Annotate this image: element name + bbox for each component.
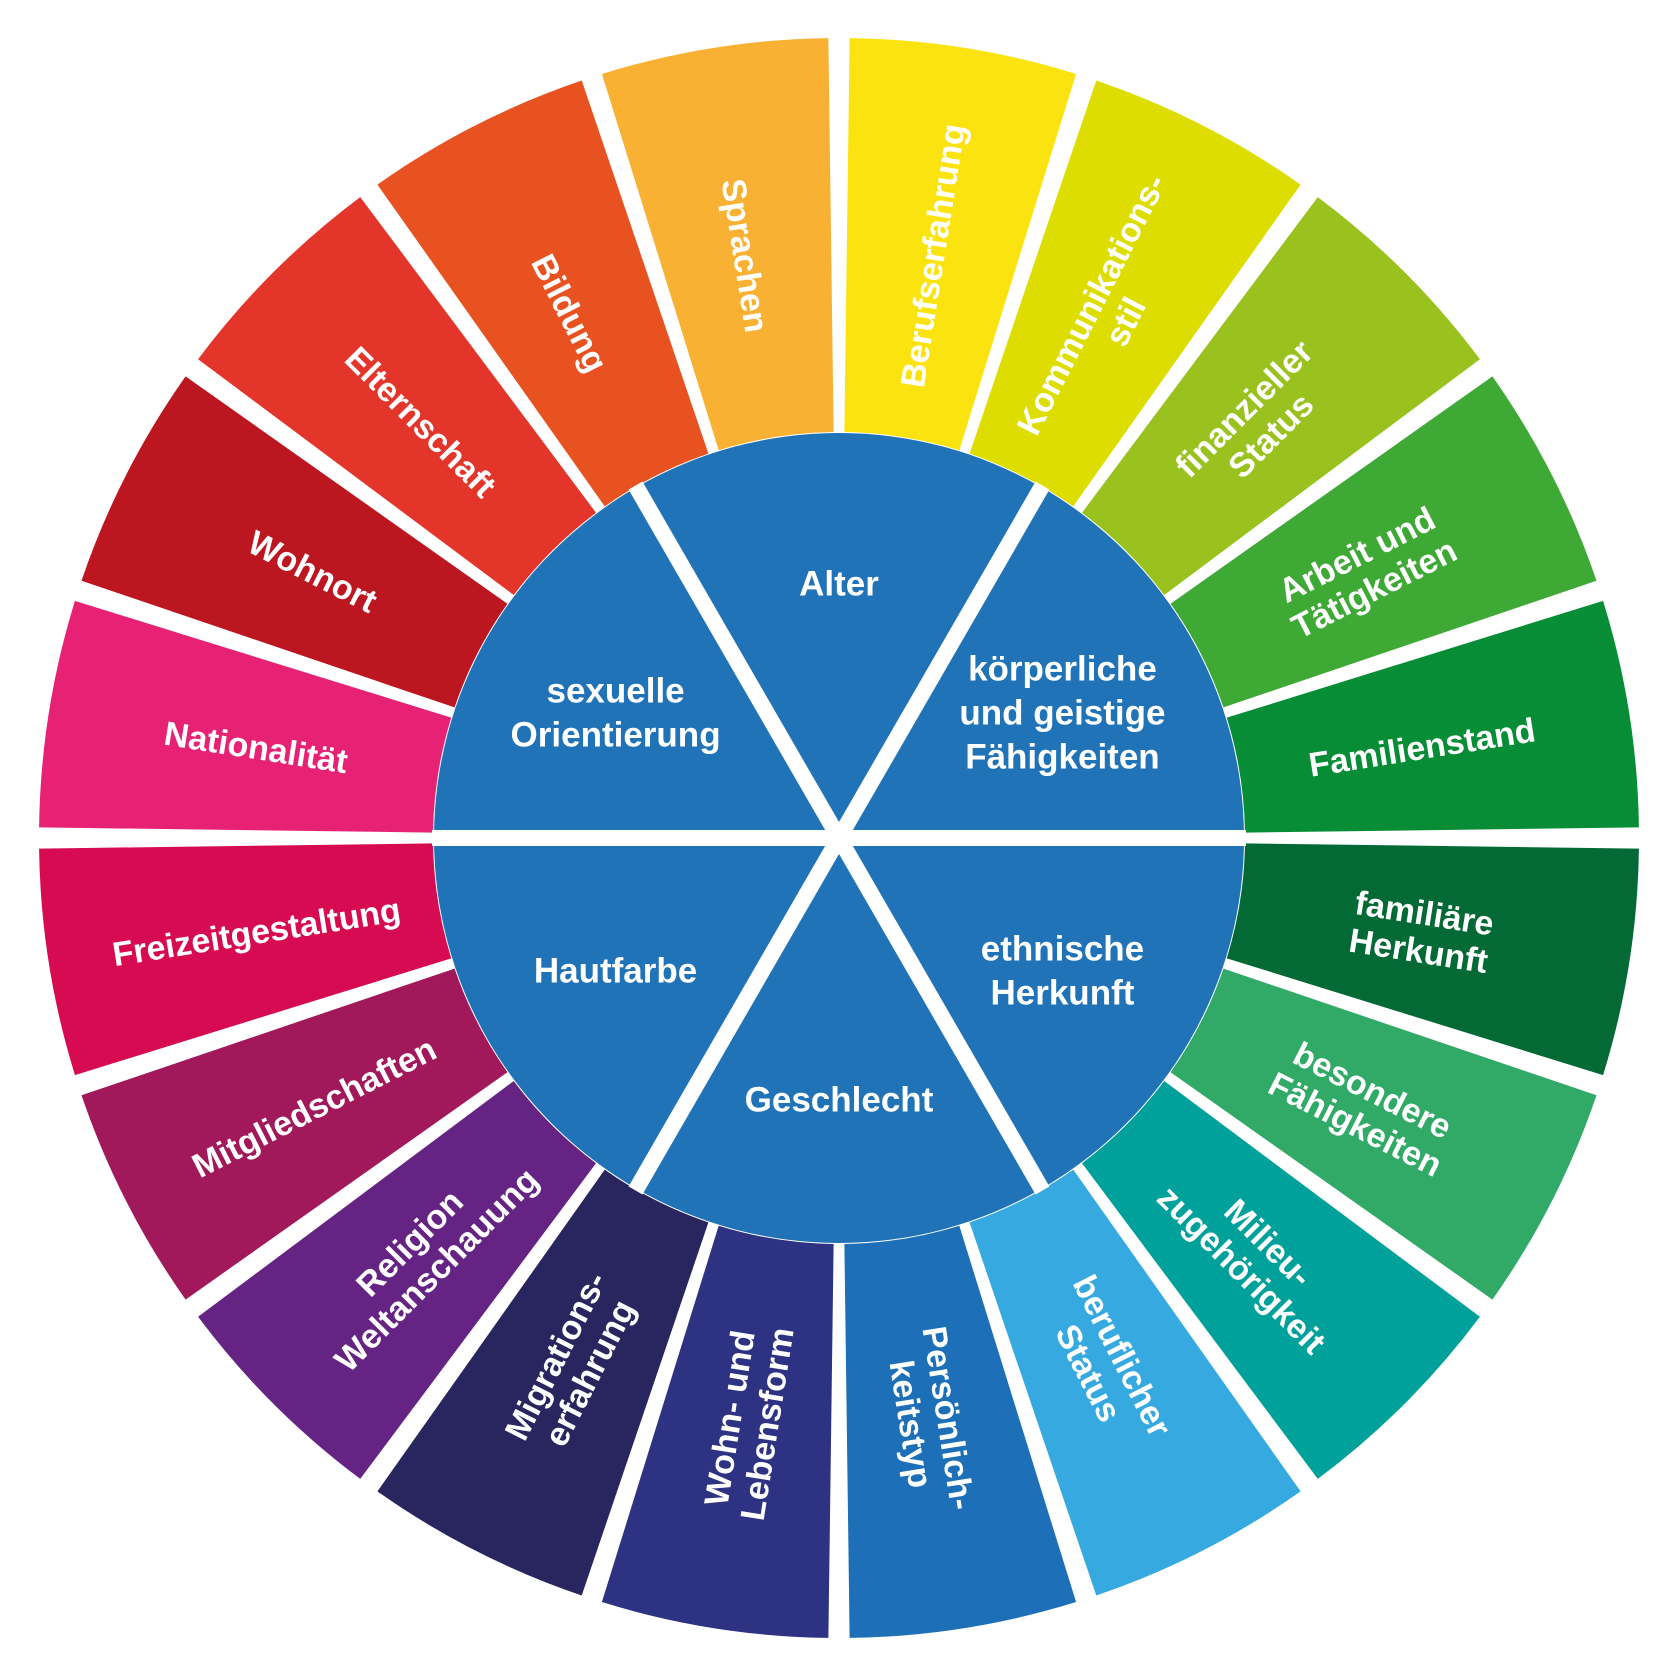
- core-divider: [628, 481, 846, 842]
- segment-wohn-und-lebensform: [601, 1225, 834, 1638]
- core-label-sexuelle-orientierung-line: Orientierung: [511, 715, 721, 754]
- core-divider: [832, 481, 1050, 842]
- core-label-alter: Alter: [799, 564, 879, 603]
- segment-beruflicher-status: [969, 1169, 1301, 1596]
- segment-migrations-erfahrung: [377, 1169, 709, 1596]
- core-divider: [628, 833, 846, 1195]
- segment-finanzieller-status: [1081, 197, 1480, 596]
- segment-familienstand: [1226, 600, 1639, 833]
- core-wedge-alter: [636, 433, 1042, 838]
- core-label-ethnische-herkunft-line: Herkunft: [990, 973, 1134, 1012]
- segment-persoenlich-keitstyp: [844, 1225, 1077, 1638]
- core-label-hautfarbe: Hautfarbe: [534, 951, 697, 990]
- segment-arbeit-und-taetigkeiten: [1170, 376, 1597, 708]
- segment-milieu-zugehoerigkeit: [1081, 1080, 1480, 1479]
- core-label-geschlecht-line: Geschlecht: [745, 1080, 934, 1119]
- core-wedge-sexuelle-orientierung: [434, 487, 839, 838]
- segment-nationalitaet: [39, 600, 452, 833]
- core-label-ethnische-herkunft-line: ethnische: [981, 929, 1144, 968]
- core-divider: [832, 833, 1050, 1195]
- segment-berufserfahrung: [844, 38, 1077, 451]
- segment-mitgliedschaften: [81, 968, 508, 1300]
- core-label-alter-line: Alter: [799, 564, 879, 603]
- core-label-koerperliche-und-geistige-faehigkeiten-line: und geistige: [959, 693, 1165, 732]
- core-wedge-geschlecht: [636, 838, 1042, 1243]
- segment-familiaere-herkunft: [1226, 843, 1639, 1076]
- core-wedge-hautfarbe: [434, 838, 839, 1189]
- segment-elternschaft: [198, 197, 597, 596]
- core-wedge-ethnische-herkunft: [839, 838, 1244, 1189]
- segment-freizeitgestaltung: [39, 843, 452, 1076]
- core-label-geschlecht: Geschlecht: [745, 1080, 934, 1119]
- core-label-koerperliche-und-geistige-faehigkeiten-line: körperliche: [968, 649, 1157, 688]
- segment-wohnort: [81, 376, 508, 708]
- core-wedge-koerperliche-und-geistige-faehigkeiten: [839, 487, 1244, 838]
- segment-sprachen: [601, 38, 834, 451]
- segment-bildung: [377, 80, 709, 507]
- segment-besondere-faehigkeiten: [1170, 968, 1597, 1300]
- segment-kommunikations-stil: [969, 80, 1301, 507]
- segment-religion-weltanschauung: [198, 1080, 597, 1479]
- core-label-koerperliche-und-geistige-faehigkeiten-line: Fähigkeiten: [965, 737, 1159, 776]
- core-label-hautfarbe-line: Hautfarbe: [534, 951, 697, 990]
- core-label-sexuelle-orientierung-line: sexuelle: [546, 671, 684, 710]
